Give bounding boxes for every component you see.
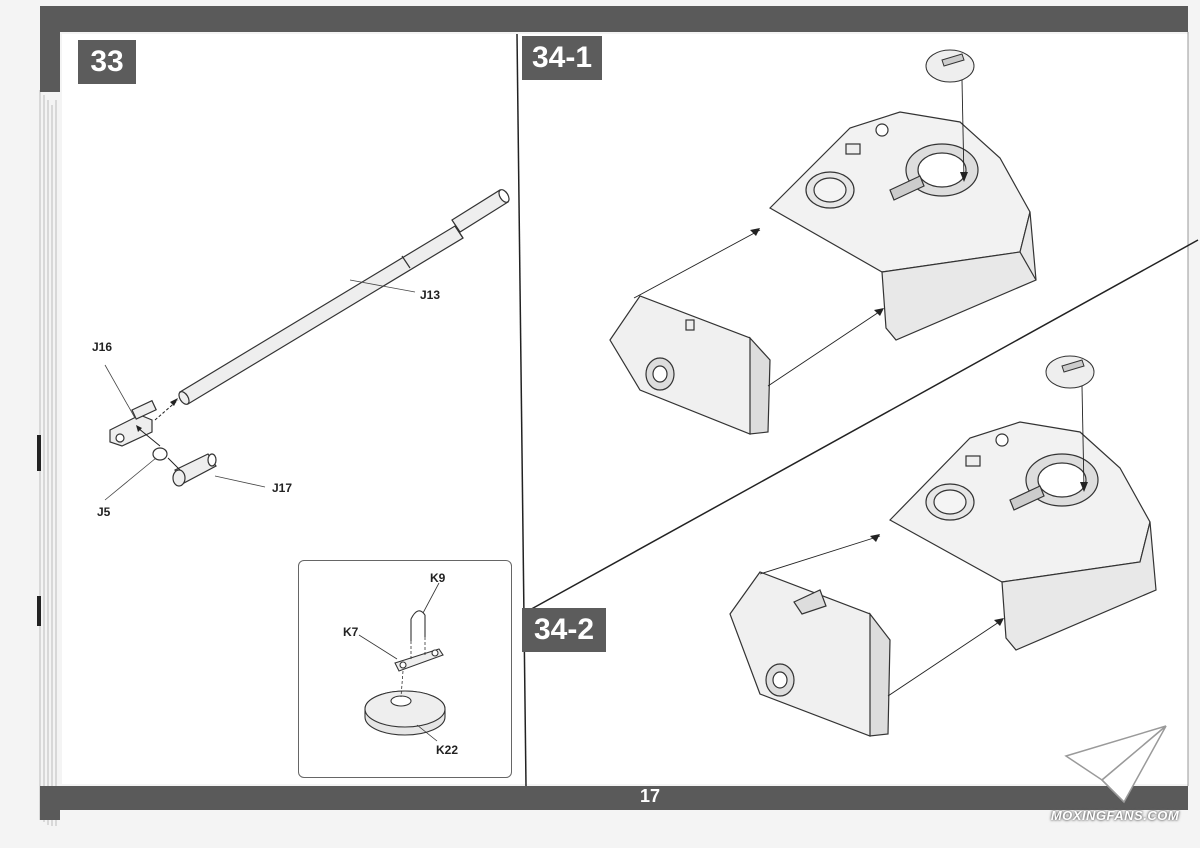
step-number-34-1: 34-1	[522, 36, 602, 80]
part-label-k22: K22	[436, 743, 459, 757]
paper-plane-logo-icon	[1064, 725, 1167, 804]
part-label-j5: J5	[97, 505, 111, 519]
k-parts-drawing	[358, 582, 446, 742]
barrel-j13-part	[179, 225, 464, 405]
gun-mantlet-part	[609, 295, 771, 435]
part-label-j17: J17	[272, 481, 293, 495]
barrel-assembly-drawing	[104, 189, 510, 501]
part-label-j13: J13	[420, 288, 441, 302]
step-number-33: 33	[78, 40, 136, 84]
turret-assembly-34-1-drawing	[609, 49, 1037, 435]
washer-j5-part	[152, 447, 168, 461]
periscope-part	[965, 455, 981, 467]
part-label-k7: K7	[343, 625, 359, 639]
periscope-part	[845, 143, 861, 155]
commander-cupola-inset	[298, 560, 512, 778]
part-label-k9: K9	[430, 571, 446, 585]
mount-j16-part	[109, 399, 157, 447]
page-number: 17	[639, 786, 661, 806]
watermark-text: MOXINGFANS.COM	[1050, 808, 1180, 823]
turret-side-plate-part	[1001, 521, 1157, 651]
step-number-34-2: 34-2	[522, 608, 606, 652]
bracket-k7-part	[394, 648, 444, 672]
rod-k9-part	[410, 615, 426, 641]
cupola-subassembly-part	[925, 49, 975, 83]
trunnion-j17-part	[172, 453, 217, 487]
turret-assembly-34-2-drawing	[729, 355, 1157, 737]
gun-mantlet-part	[729, 571, 891, 737]
cupola-subassembly-part	[1045, 355, 1095, 389]
part-label-j16: J16	[92, 340, 113, 354]
